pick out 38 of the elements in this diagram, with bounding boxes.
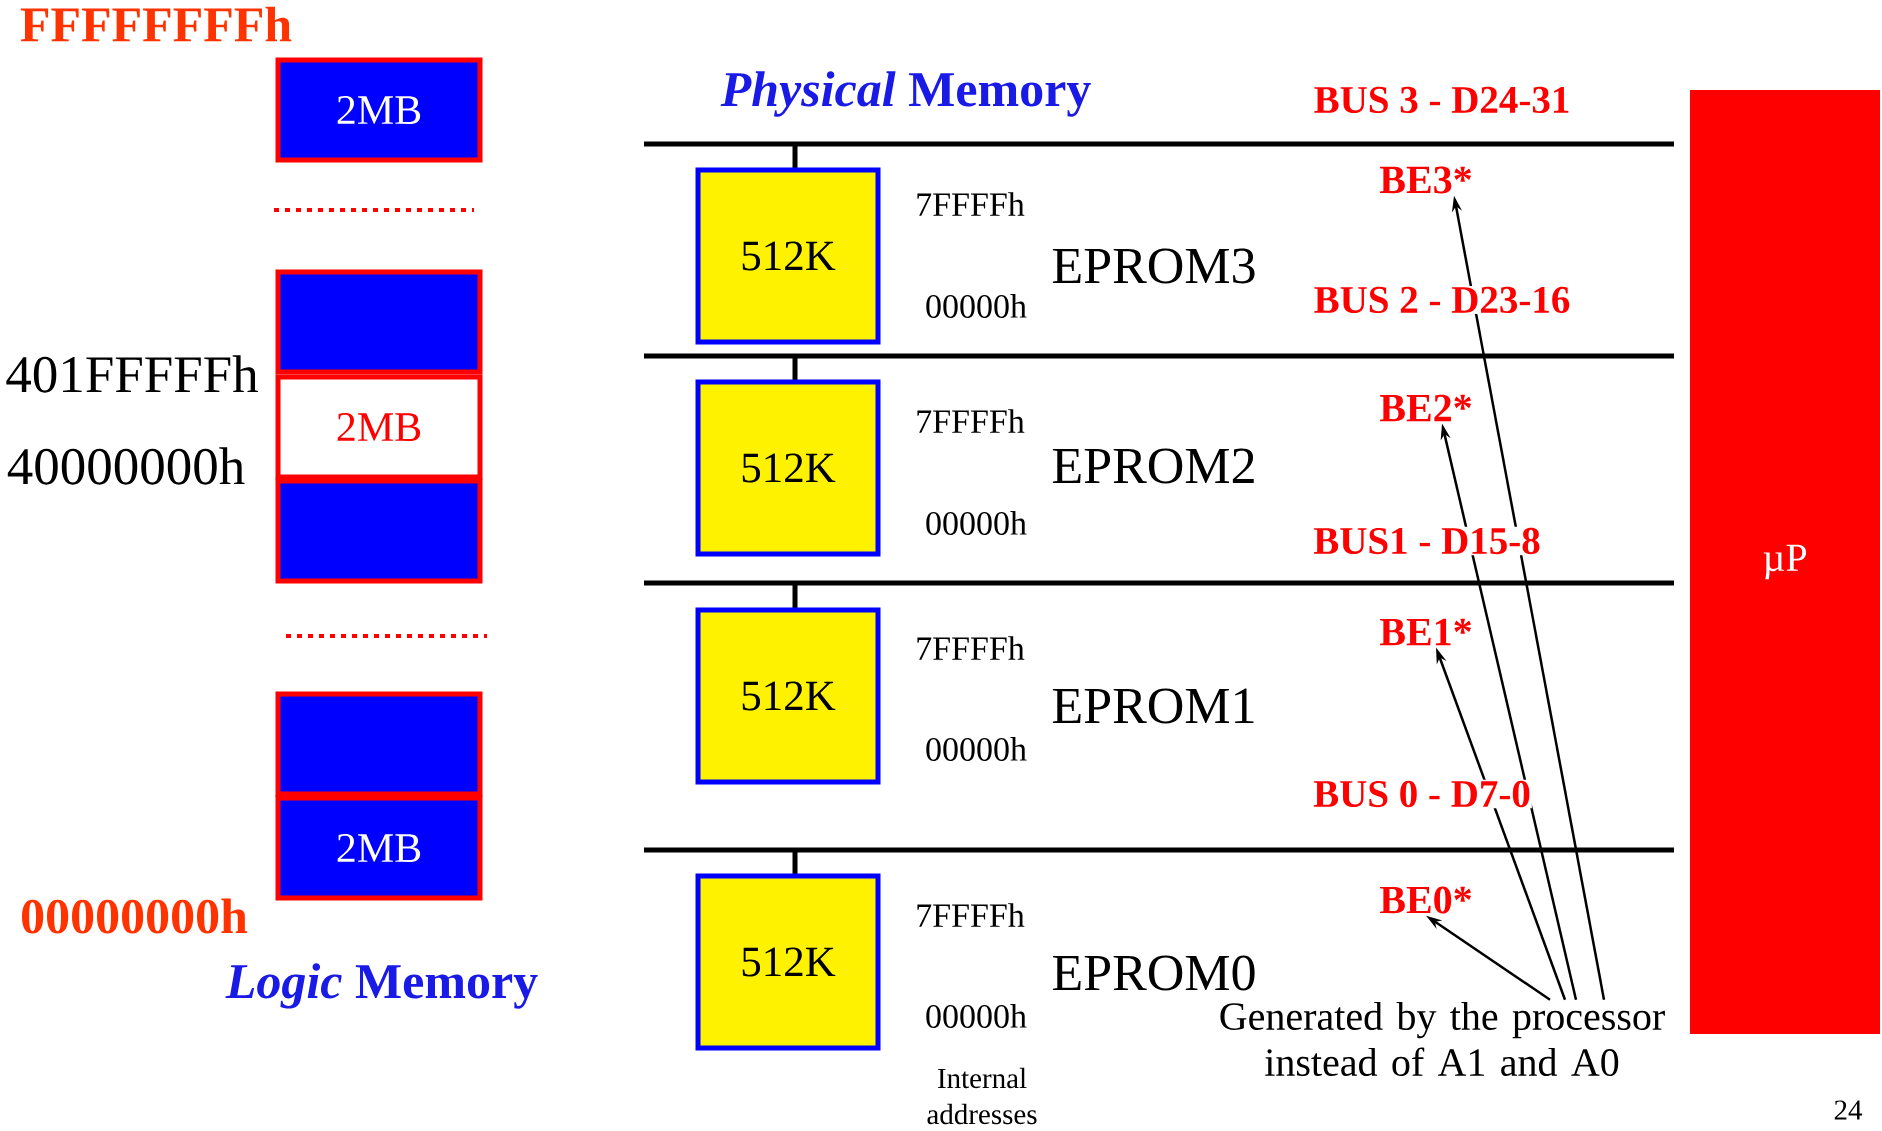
address-label: 401FFFFFh — [6, 355, 258, 393]
memory-block — [275, 269, 483, 375]
memory-block — [275, 691, 483, 797]
address-label: 7FFFFh — [917, 903, 1025, 927]
bus-label: BUS 2 - D23-16 — [1312, 285, 1572, 315]
memory-block — [275, 478, 483, 584]
signal-label: BE1* — [1380, 618, 1472, 646]
signal-label: BE2* — [1380, 394, 1472, 422]
chip-label: EPROM0 — [1052, 955, 1255, 991]
address-label: 00000h — [926, 294, 1027, 318]
address-label: 40000000h — [7, 447, 245, 485]
bus-label: BUS1 - D15-8 — [1312, 526, 1542, 556]
memory-chip-box: 512K — [695, 607, 881, 785]
bus-label: BUS 3 - D24-31 — [1312, 85, 1572, 115]
memory-block: 2MB — [275, 57, 483, 163]
heading: Physical Memory — [720, 71, 1091, 117]
page-number: 24 — [1834, 1100, 1863, 1120]
memory-chip-box: 512K — [695, 379, 881, 557]
address-label: 00000h — [926, 511, 1027, 535]
memory-chip-box: 512K — [695, 167, 881, 345]
signal-label: BE3* — [1380, 166, 1472, 194]
note-text: Internal addresses — [927, 1067, 1037, 1125]
address-label: 00000h — [926, 1004, 1027, 1028]
note-text: Generated by the processor instead of A1 and A0 — [1220, 1001, 1665, 1077]
address-label: 00000h — [926, 737, 1027, 761]
address-label: 7FFFFh — [917, 192, 1025, 216]
memory-chip-box: 512K — [695, 873, 881, 1051]
signal-label: BE0* — [1380, 886, 1472, 914]
chip-label: EPROM2 — [1052, 448, 1254, 484]
chip-label: EPROM3 — [1052, 248, 1255, 284]
heading: Logic Memory — [225, 963, 538, 1009]
memory-block: 2MB — [275, 374, 483, 480]
bus-label: BUS 0 - D7-0 — [1312, 779, 1532, 809]
memory-block: 2MB — [275, 795, 483, 901]
chip-label: EPROM1 — [1052, 688, 1254, 724]
address-label: 7FFFFh — [917, 636, 1025, 660]
processor-box: µP — [1690, 90, 1880, 1034]
address-label: 7FFFFh — [917, 409, 1025, 433]
